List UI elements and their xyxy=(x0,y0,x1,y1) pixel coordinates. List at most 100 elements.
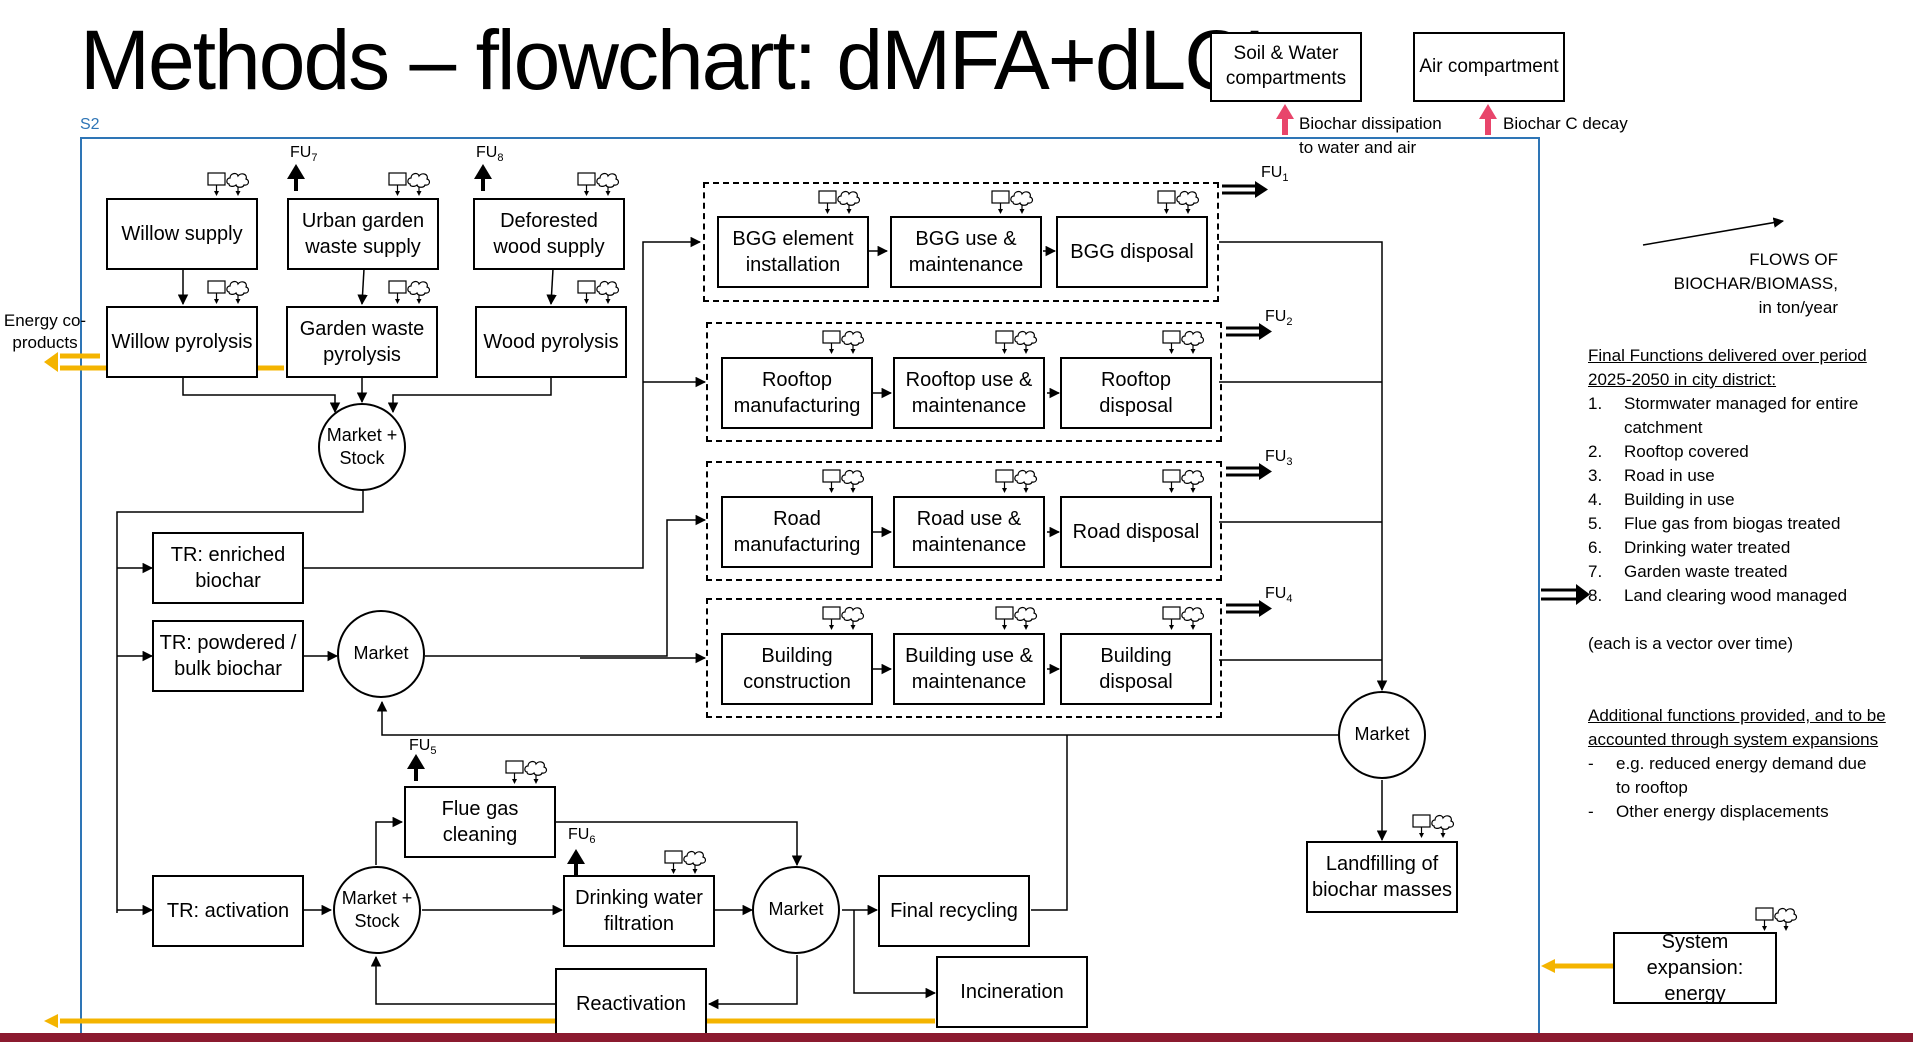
inventory-emission-icon xyxy=(822,469,865,493)
inventory-emission-icon xyxy=(822,606,865,630)
drinking-water-node: Drinking water filtration xyxy=(563,875,715,947)
decay-arrows xyxy=(1276,104,1497,135)
market-stock-top-node: Market + Stock xyxy=(318,403,406,491)
list-text: Flue gas from biogas treated xyxy=(1624,514,1841,533)
cloud-emission-icon xyxy=(1010,190,1034,214)
inventory-icon xyxy=(822,606,841,630)
legend-flow-arrow xyxy=(1642,217,1785,246)
inventory-emission-icon xyxy=(388,172,431,196)
double-arrow-icon xyxy=(1222,184,1576,614)
list-text: catchment xyxy=(1624,418,1703,437)
cloud-emission-icon xyxy=(837,190,861,214)
cloud-emission-icon xyxy=(1181,330,1205,354)
inventory-emission-icon xyxy=(577,172,620,196)
final-functions-panel: Final Functions delivered over period 20… xyxy=(1588,344,1898,656)
list-marker: 3. xyxy=(1588,466,1603,485)
rooftop-manu-node: Rooftop manufacturing xyxy=(721,357,873,429)
list-item: 4.Building in use xyxy=(1588,488,1898,512)
cloud-emission-icon xyxy=(596,172,620,196)
list-text: Stormwater managed for entire xyxy=(1624,394,1859,413)
inventory-icon xyxy=(664,850,683,874)
list-text: e.g. reduced energy demand due xyxy=(1616,754,1867,773)
cloud-emission-icon xyxy=(1176,190,1200,214)
reactivation-node: Reactivation xyxy=(555,968,707,1040)
inventory-icon xyxy=(505,760,524,784)
inventory-emission-icon xyxy=(207,280,250,304)
building-disposal-node: Building disposal xyxy=(1060,633,1212,705)
cloud-emission-icon xyxy=(841,469,865,493)
market-right-node: Market xyxy=(1338,691,1426,779)
cloud-emission-icon xyxy=(524,760,548,784)
cloud-emission-icon xyxy=(226,172,250,196)
system-expansion-node: System expansion: energy xyxy=(1613,931,1777,1005)
inventory-icon xyxy=(388,280,407,304)
product-system-rooftop xyxy=(706,322,1222,442)
incineration-node: Incineration xyxy=(936,956,1088,1028)
inventory-icon xyxy=(991,190,1010,214)
additional-functions-panel: Additional functions provided, and to be… xyxy=(1588,704,1898,824)
list-marker: - xyxy=(1588,754,1594,773)
fu1-label: FU1 xyxy=(1261,164,1289,185)
final-functions-heading: Final Functions delivered over period 20… xyxy=(1588,346,1867,389)
inventory-icon xyxy=(995,330,1014,354)
rooftop-disposal-node: Rooftop disposal xyxy=(1060,357,1212,429)
list-marker: 2. xyxy=(1588,442,1603,461)
rooftop-use-node: Rooftop use & maintenance xyxy=(893,357,1045,429)
tr-powdered-node: TR: powdered / bulk biochar xyxy=(152,620,304,692)
cloud-emission-icon xyxy=(596,280,620,304)
market-stock-bottom-node: Market + Stock xyxy=(333,866,421,954)
road-disposal-node: Road disposal xyxy=(1060,496,1212,568)
flue-gas-node: Flue gas cleaning xyxy=(404,786,556,858)
wood-pyrolysis-node: Wood pyrolysis xyxy=(475,306,627,378)
fu3-label: FU3 xyxy=(1265,448,1293,469)
inventory-icon xyxy=(1162,469,1181,493)
list-item: 3.Road in use xyxy=(1588,464,1898,488)
inventory-emission-icon xyxy=(995,469,1038,493)
list-item: 6.Drinking water treated xyxy=(1588,536,1898,560)
garden-waste-pyrolysis-node: Garden waste pyrolysis xyxy=(286,306,438,378)
inventory-emission-icon xyxy=(1755,907,1798,931)
inventory-emission-icon xyxy=(995,330,1038,354)
inventory-icon xyxy=(1157,190,1176,214)
list-item: catchment xyxy=(1588,416,1898,440)
inventory-emission-icon xyxy=(1162,606,1205,630)
list-marker: 4. xyxy=(1588,490,1603,509)
inventory-emission-icon xyxy=(995,606,1038,630)
inventory-icon xyxy=(388,172,407,196)
list-item: - e.g. reduced energy demand due xyxy=(1588,752,1898,776)
footer-bar xyxy=(0,1033,1913,1042)
list-item: 7.Garden waste treated xyxy=(1588,560,1898,584)
flows-legend: FLOWS OF BIOCHAR/BIOMASS, in ton/year xyxy=(1673,250,1838,317)
inventory-icon xyxy=(822,469,841,493)
biochar-decay-label: Biochar C decay xyxy=(1503,114,1628,133)
product-system-building xyxy=(706,598,1222,718)
cloud-emission-icon xyxy=(407,172,431,196)
inventory-emission-icon xyxy=(991,190,1034,214)
bgg-disposal-node: BGG disposal xyxy=(1056,216,1208,288)
landfilling-node: Landfilling of biochar masses xyxy=(1306,841,1458,913)
cloud-emission-icon xyxy=(841,330,865,354)
inventory-icon xyxy=(1412,814,1431,838)
additional-functions-heading: Additional functions provided, and to be… xyxy=(1588,706,1886,749)
inventory-icon xyxy=(818,190,837,214)
list-marker: 6. xyxy=(1588,538,1603,557)
building-construction-node: Building construction xyxy=(721,633,873,705)
bgg-install-node: BGG element installation xyxy=(717,216,869,288)
inventory-icon xyxy=(995,469,1014,493)
list-text: Land clearing wood managed xyxy=(1624,586,1848,605)
urban-garden-supply-node: Urban garden waste supply xyxy=(287,198,439,270)
road-use-node: Road use & maintenance xyxy=(893,496,1045,568)
biochar-dissipation-label: Biochar dissipation to water and air xyxy=(1299,114,1442,157)
list-marker: 8. xyxy=(1588,586,1603,605)
list-item: -Other energy displacements xyxy=(1588,800,1898,824)
list-marker: 7. xyxy=(1588,562,1603,581)
list-text: Other energy displacements xyxy=(1616,802,1829,821)
inventory-emission-icon xyxy=(822,330,865,354)
fu7-label: FU7 xyxy=(290,144,318,165)
cloud-emission-icon xyxy=(1774,907,1798,931)
fu6-label: FU6 xyxy=(568,826,596,847)
inventory-icon xyxy=(822,330,841,354)
